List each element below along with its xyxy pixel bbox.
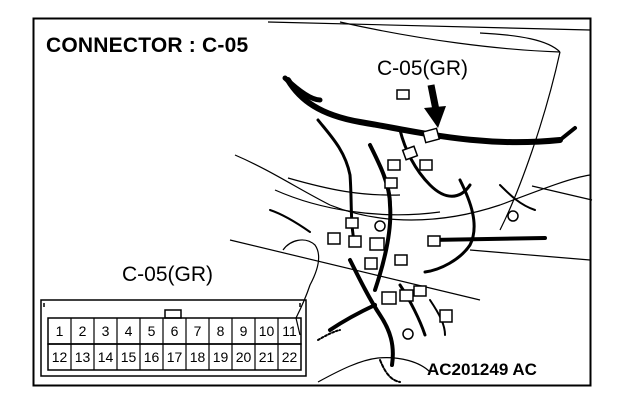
connector-face [40,299,307,377]
pin-12: 12 [51,349,68,365]
pin-21: 21 [258,349,275,365]
pin-17: 17 [166,349,183,365]
pin-13: 13 [74,349,91,365]
pin-15: 15 [120,349,137,365]
pin-6: 6 [170,323,179,339]
body-panel-lines [229,21,593,383]
pin-19: 19 [212,349,229,365]
figure-id: AC201249 AC [427,360,537,379]
pin-10: 10 [258,323,275,339]
pin-8: 8 [216,323,225,339]
pin-3: 3 [101,323,110,339]
pin-22: 22 [281,349,298,365]
callout-label-harness: C-05(GR) [377,57,469,80]
pin-dividers [70,318,279,370]
pin-2: 2 [78,323,87,339]
pin-18: 18 [189,349,206,365]
pin-7: 7 [193,323,202,339]
figure-border [32,17,592,387]
pin-14: 14 [97,349,114,365]
pin-1: 1 [55,323,64,339]
pin-20: 20 [235,349,252,365]
pin-11: 11 [282,323,297,339]
pin-16: 16 [143,349,160,365]
callout-label-connector: C-05(GR) [122,263,214,286]
pin-9: 9 [239,323,248,339]
wire-harness [269,75,577,383]
harness-connectors [327,89,519,340]
pointer-arrow-icon [424,84,446,128]
pin-4: 4 [124,323,133,339]
diagram-title: CONNECTOR : C-05 [46,34,249,57]
pin-5: 5 [147,323,156,339]
